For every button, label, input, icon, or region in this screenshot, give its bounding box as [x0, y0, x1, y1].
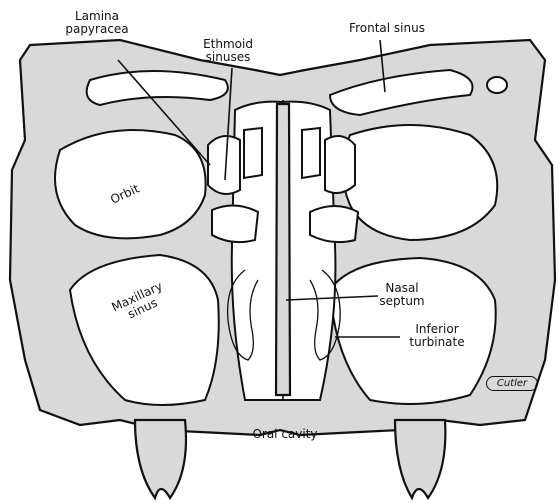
label-ethmoid-sinuses: Ethmoid sinuses	[188, 38, 268, 64]
label-lamina-papyracea: Lamina papyracea	[62, 10, 132, 36]
right-orbit	[343, 125, 498, 240]
left-tooth	[135, 420, 186, 498]
right-frontal-recess	[487, 77, 507, 93]
septum-plate	[276, 104, 290, 395]
label-oral-cavity: Oral cavity	[235, 428, 335, 441]
label-inferior-turbinate: Inferior turbinate	[397, 323, 477, 349]
artist-signature: Cutler	[486, 376, 538, 391]
right-tooth	[395, 420, 445, 498]
label-frontal-sinus: Frontal sinus	[332, 22, 442, 35]
label-nasal-septum: Nasal septum	[372, 282, 432, 308]
